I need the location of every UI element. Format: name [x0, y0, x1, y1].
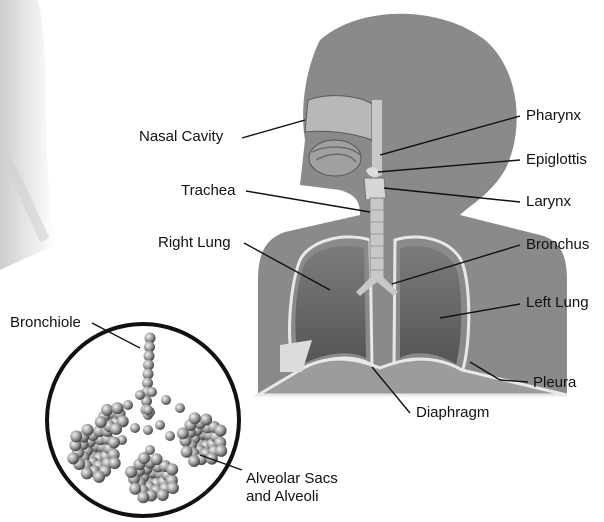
label-larynx: Larynx — [526, 193, 571, 211]
background-figure — [0, 0, 55, 270]
label-alveolar-line2: and Alveoli — [246, 488, 319, 505]
alveolus — [200, 413, 212, 425]
label-bronchiole: Bronchiole — [10, 314, 81, 332]
alveolus — [70, 430, 82, 442]
alveolus — [82, 424, 94, 436]
leader-nasal-cavity — [242, 120, 305, 138]
alveolus — [109, 457, 121, 469]
label-alveolar-line1: Alveolar Sacs — [246, 470, 338, 487]
alveolus — [110, 423, 122, 435]
larynx-shape — [364, 178, 386, 200]
alveolus — [165, 431, 175, 441]
left-lung-shape — [400, 246, 461, 364]
alveolus — [215, 445, 227, 457]
alveolus — [111, 402, 123, 414]
label-pleura: Pleura — [533, 374, 576, 392]
alveolus — [151, 453, 163, 465]
label-trachea: Trachea — [181, 182, 235, 200]
label-pharynx: Pharynx — [526, 107, 581, 125]
alveolus — [123, 400, 133, 410]
alveolus — [189, 412, 201, 424]
alveolus — [130, 423, 140, 433]
alveolus — [181, 446, 193, 458]
label-diaphragm: Diaphragm — [416, 404, 489, 422]
alveolus — [95, 416, 107, 428]
alveoli-magnifier — [47, 324, 239, 516]
alveolus — [138, 452, 150, 464]
alveolus — [67, 452, 79, 464]
alveolus — [157, 489, 169, 501]
label-bronchus: Bronchus — [526, 236, 589, 254]
alveolus — [147, 387, 157, 397]
label-nasal-cavity: Nasal Cavity — [139, 128, 223, 146]
alveolus — [101, 404, 113, 416]
label-left-lung: Left Lung — [526, 294, 589, 312]
label-alveolar-sacs: Alveolar Sacs and Alveoli — [246, 470, 338, 506]
trachea-shape — [370, 198, 384, 278]
alveolus — [215, 425, 227, 437]
alveolus — [108, 436, 120, 448]
alveolus — [135, 390, 145, 400]
alveolus — [143, 425, 153, 435]
mouth-tongue-shape — [309, 140, 361, 176]
label-epiglottis: Epiglottis — [526, 151, 587, 169]
alveolus — [167, 482, 179, 494]
alveolus — [93, 471, 105, 483]
label-right-lung: Right Lung — [158, 234, 231, 252]
alveolus — [81, 467, 93, 479]
alveolus — [137, 491, 149, 503]
alveolus — [161, 395, 171, 405]
alveolus — [166, 463, 178, 475]
alveolus — [143, 405, 153, 415]
alveolus — [177, 427, 189, 439]
alveolus — [125, 466, 137, 478]
alveolus — [155, 420, 165, 430]
alveolus — [188, 455, 200, 467]
alveolus — [175, 403, 185, 413]
